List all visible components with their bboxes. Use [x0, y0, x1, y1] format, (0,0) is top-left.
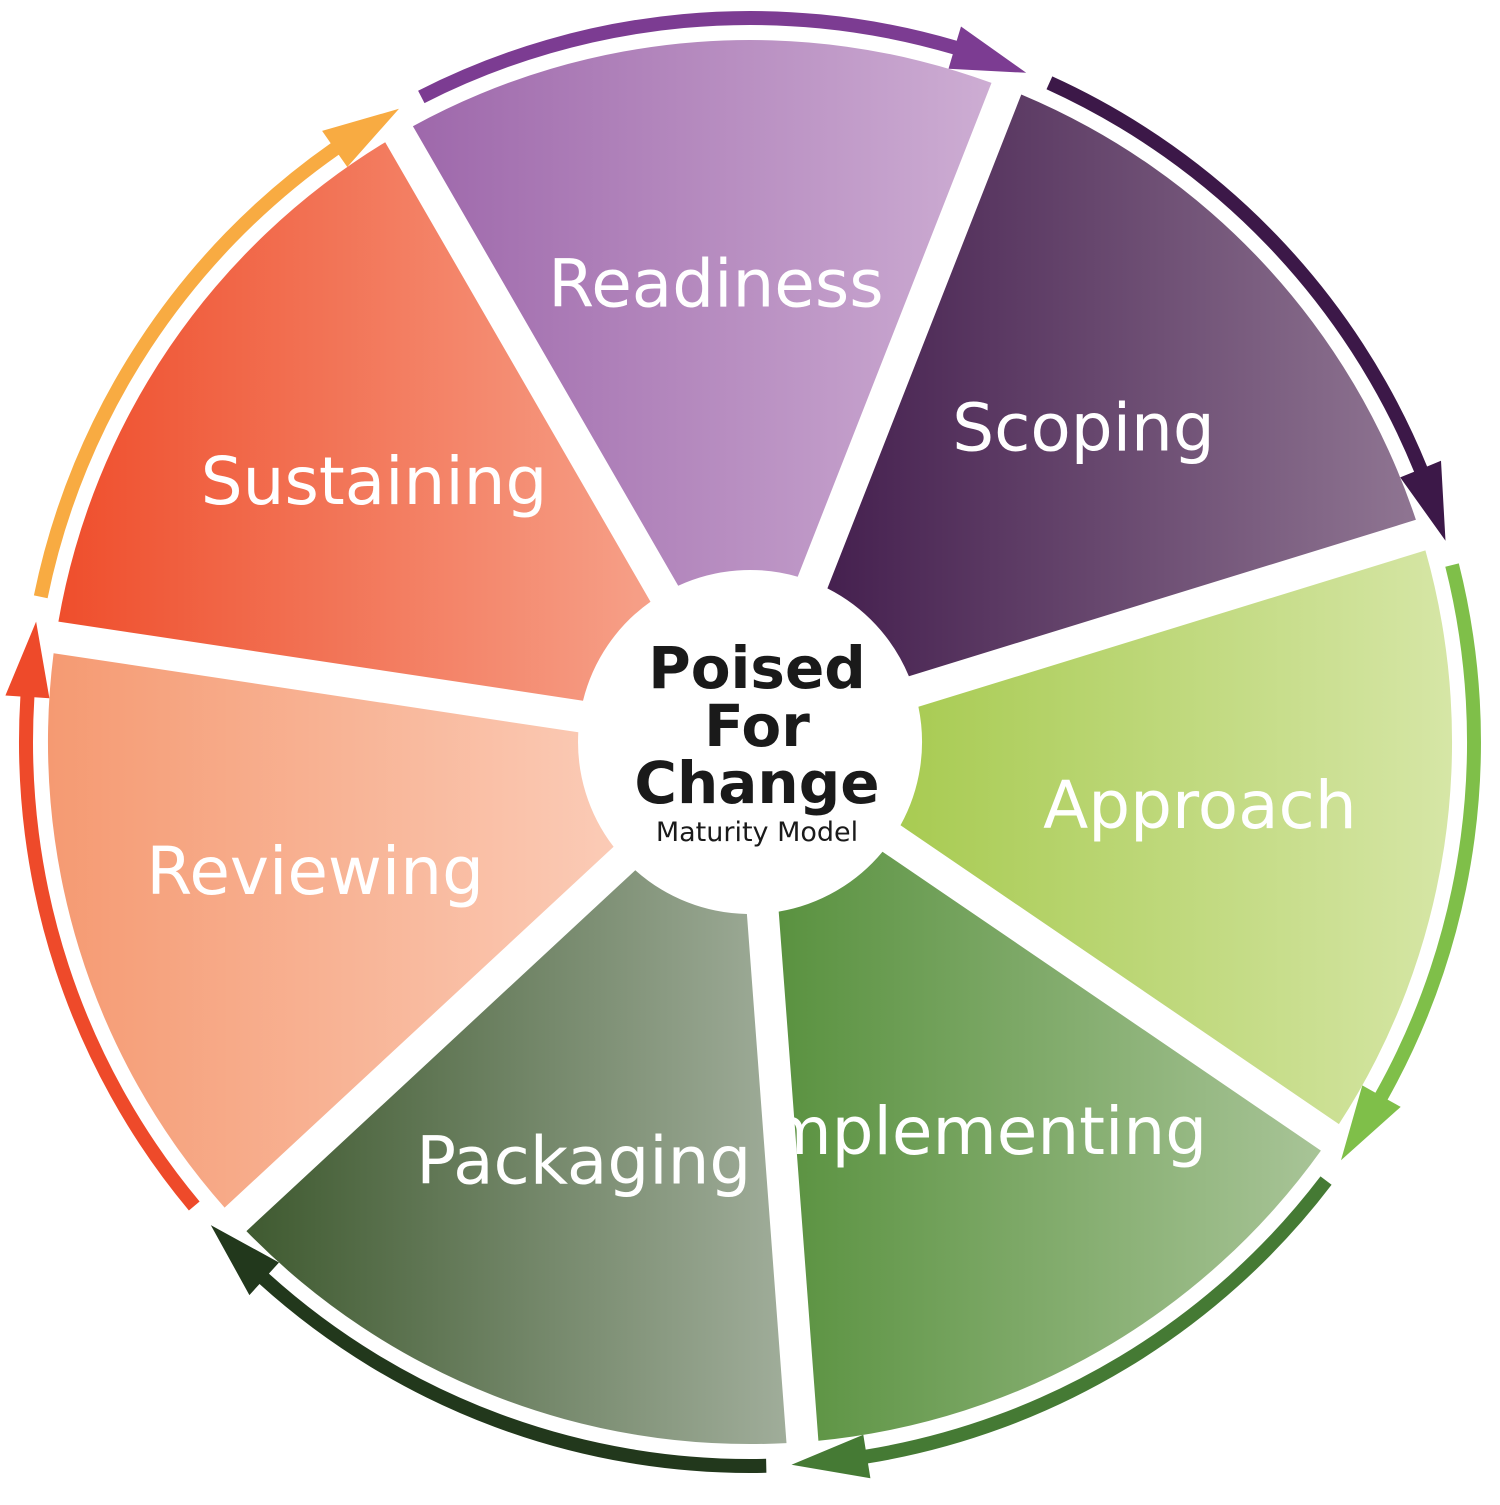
segment-approach	[900, 550, 1453, 1125]
segment-label-approach: Approach	[1043, 767, 1357, 844]
center-circle	[580, 572, 920, 912]
arrow-implementing	[791, 1176, 1332, 1479]
segment-label-scoping: Scoping	[952, 390, 1215, 467]
arrow-approach	[1341, 563, 1481, 1161]
segment-reviewing	[47, 653, 614, 1208]
arrow-packaging	[210, 1225, 767, 1473]
segment-label-reviewing: Reviewing	[146, 833, 484, 910]
segment-label-packaging: Packaging	[416, 1123, 751, 1200]
center-title-line-1: Poised	[648, 634, 866, 702]
segment-label-readiness: Readiness	[548, 245, 883, 322]
segment-packaging	[246, 870, 787, 1445]
segment-implementing	[778, 851, 1321, 1441]
cycle-arrows	[5, 10, 1481, 1479]
segment-label-implementing: Implementing	[748, 1093, 1207, 1170]
segments: ReadinessScopingApproachImplementingPack…	[47, 40, 1453, 1445]
center-subtitle: Maturity Model	[656, 817, 858, 848]
arrow-readiness	[418, 10, 1027, 104]
center-title-line-3: Change	[634, 749, 879, 817]
center-title-line-2: For	[704, 692, 810, 760]
arrow-reviewing	[5, 621, 200, 1211]
segment-readiness	[412, 40, 992, 586]
center-hub: Poised For Change Maturity Model	[580, 572, 920, 912]
segment-sustaining	[58, 142, 651, 701]
segment-scoping	[827, 94, 1416, 677]
segment-label-sustaining: Sustaining	[201, 443, 548, 520]
